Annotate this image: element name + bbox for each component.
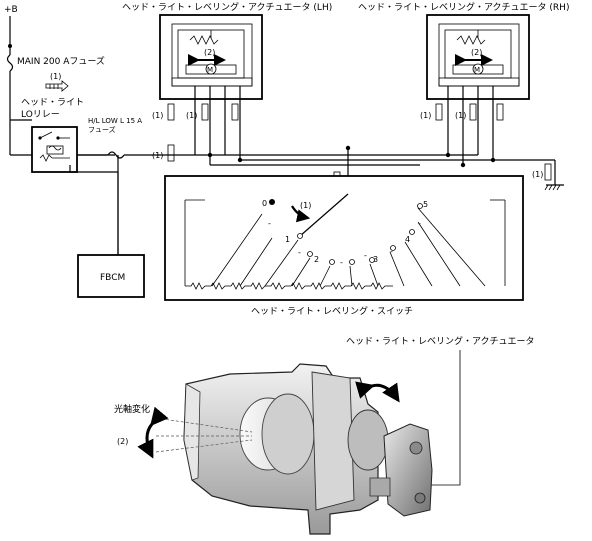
flow-label-rh-2: (1) xyxy=(455,111,466,120)
main-fuse-label: MAIN 200 Aフューズ xyxy=(17,55,105,67)
flow-label-lh-2: (1) xyxy=(186,111,197,120)
step-2-lh-label: (2) xyxy=(204,48,215,57)
hl-fuse-label-line1: H/L LOW L 15 A xyxy=(88,117,142,125)
head-light-lo-relay xyxy=(31,126,78,173)
flow-label-fuse: (1) xyxy=(152,151,163,160)
leveling-switch: (1) 0 1 2 3 4 5 - - - - - - xyxy=(164,175,524,301)
fbcm-label: FBCM xyxy=(100,273,125,283)
switch-minus-2: - xyxy=(298,248,301,257)
ground-symbol xyxy=(522,159,564,191)
switch-minus-3: - xyxy=(340,258,343,267)
relay-label-line2: LOリレー xyxy=(21,110,60,120)
hl-fuse-label-line2: フューズ xyxy=(88,125,116,134)
switch-pos-2: 2 xyxy=(314,255,319,264)
switch-minus-6: - xyxy=(418,219,421,228)
flow-label-rh-1: (1) xyxy=(420,111,431,120)
step-1-label: (1) xyxy=(50,72,61,81)
switch-pos-3: 3 xyxy=(373,255,378,264)
actuator-rh-title: ヘッド・ライト・レベリング・アクチュエータ (RH) xyxy=(358,1,569,13)
step-2-rh-label: (2) xyxy=(471,48,482,57)
actuator-rh: (2) M xyxy=(426,14,530,100)
switch-caption: ヘッド・ライト・レベリング・スイッチ xyxy=(251,305,413,317)
motor-lh-symbol: M xyxy=(207,66,213,74)
headlamp-illustration xyxy=(137,363,433,535)
switch-minus-4: - xyxy=(364,251,367,260)
switch-step-1-label: (1) xyxy=(300,201,311,210)
optical-axis-step-2: (2) xyxy=(117,437,128,446)
supply-line: +B xyxy=(4,5,40,156)
flow-label-lh-1: (1) xyxy=(152,111,163,120)
actuator-lh-title: ヘッド・ライト・レベリング・アクチュエータ (LH) xyxy=(122,1,332,13)
motor-rh-symbol: M xyxy=(474,66,480,74)
switch-pos-1: 1 xyxy=(285,235,290,244)
fbcm-module: FBCM xyxy=(70,171,145,298)
actuator-lh: (2) M xyxy=(159,14,263,100)
actuator-callout-label: ヘッド・ライト・レベリング・アクチュエータ xyxy=(346,335,535,347)
flow-markers: (1) (1) (1) (1) (1) (1) (1) xyxy=(152,103,552,190)
plus-b-label: +B xyxy=(4,5,18,15)
switch-minus-5: - xyxy=(390,247,393,256)
switch-pos-4: 4 xyxy=(405,235,410,244)
hl-low-fuse xyxy=(77,151,348,159)
switch-minus-1: - xyxy=(268,219,271,228)
switch-pos-5: 5 xyxy=(423,200,428,209)
relay-label-line1: ヘッド・ライト xyxy=(21,97,84,108)
current-flow-indicator: (1) xyxy=(45,72,69,92)
flow-label-ground: (1) xyxy=(532,170,543,179)
optical-axis-label: 光軸変化 xyxy=(114,403,150,415)
switch-pos-0: 0 xyxy=(262,199,267,208)
